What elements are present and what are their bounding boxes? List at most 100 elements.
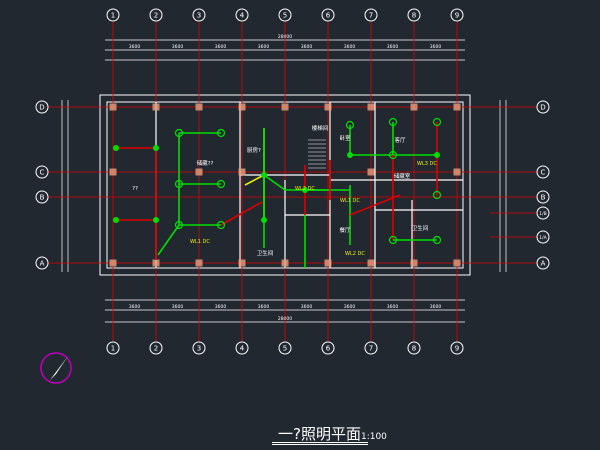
room-label: 卧室 <box>339 134 351 142</box>
axis-bubble <box>35 100 49 114</box>
bay-dimension-bottom: 3600 <box>430 304 442 310</box>
axis-bubble <box>450 8 464 22</box>
bay-dimension-top: 3600 <box>301 44 313 50</box>
light-fixture-icon <box>216 128 226 138</box>
axis-bubble <box>321 341 335 355</box>
junction-icon <box>347 152 353 158</box>
circuit-label: WL2 DC <box>345 251 365 257</box>
axis-label-6: 6 <box>326 12 331 20</box>
axis-label-A: A <box>40 260 45 268</box>
axis-label-3: 3 <box>197 345 201 353</box>
structural-column <box>109 259 117 267</box>
junction-icon <box>153 145 159 151</box>
structural-column <box>195 168 203 176</box>
circuit-wire <box>220 201 263 226</box>
bay-dimension-top: 3600 <box>172 44 184 50</box>
structural-column <box>367 168 375 176</box>
axis-label-2: 2 <box>154 345 158 353</box>
light-fixture-icon <box>174 179 184 189</box>
axis-label-B: B <box>40 194 45 202</box>
title-text: 一?照明平面 <box>278 425 361 443</box>
axis-bubble <box>278 341 292 355</box>
axis-bubble <box>106 341 120 355</box>
axis-label-4: 4 <box>240 12 245 20</box>
axis-bubble <box>536 206 550 220</box>
light-fixture-icon <box>432 190 442 200</box>
circuit-label: WL2 DC <box>295 186 315 192</box>
light-fixture-icon <box>432 117 442 127</box>
circuit-label: WL1 DC <box>340 198 360 204</box>
circuit-label: WL1 DC <box>190 239 210 245</box>
axis-label-7: 7 <box>369 345 373 353</box>
room-label: 卫生间 <box>257 249 274 257</box>
axis-bubble <box>35 190 49 204</box>
light-fixture-icon <box>388 117 398 127</box>
structural-column <box>453 103 461 111</box>
structural-column <box>367 103 375 111</box>
north-arrow-compass <box>40 352 72 384</box>
circuit-wire <box>157 224 180 256</box>
light-fixture-icon <box>216 179 226 189</box>
structural-column <box>195 259 203 267</box>
north-arrow-icon <box>50 356 68 380</box>
axis-bubble <box>364 8 378 22</box>
light-fixture-icon <box>388 235 398 245</box>
room-label: 储藏室 <box>394 172 411 180</box>
bay-dimension-bottom: 3600 <box>344 304 356 310</box>
axis-bubble <box>192 8 206 22</box>
axis-label-8: 8 <box>412 12 416 20</box>
light-fixture-icon <box>174 220 184 230</box>
bay-dimension-top: 3600 <box>129 44 141 50</box>
title-underline <box>272 442 368 443</box>
structural-column <box>152 259 160 267</box>
room-label: 楼梯间 <box>312 124 329 132</box>
structural-column <box>152 103 160 111</box>
axis-bubble <box>450 341 464 355</box>
light-fixture-icon <box>388 150 398 160</box>
axis-bubble <box>149 341 163 355</box>
axis-label-1: 1 <box>111 345 115 353</box>
bay-dimension-bottom: 3600 <box>172 304 184 310</box>
axis-label-9: 9 <box>455 12 459 20</box>
axis-label-5: 5 <box>283 345 287 353</box>
axis-bubble <box>35 165 49 179</box>
axis-bubble <box>407 8 421 22</box>
bay-dimension-top: 3600 <box>430 44 442 50</box>
axis-label-A: A <box>541 260 546 268</box>
axis-label-5: 5 <box>283 12 287 20</box>
room-label: 储藏?? <box>197 159 214 167</box>
structural-column <box>238 168 246 176</box>
structural-column <box>238 103 246 111</box>
room-label: 餐厅 <box>339 226 351 234</box>
light-fixture-icon <box>216 220 226 230</box>
axis-label-4: 4 <box>240 345 245 353</box>
axis-bubble <box>407 341 421 355</box>
circuit-wire <box>349 194 401 216</box>
bay-dimension-bottom: 3600 <box>129 304 141 310</box>
room-label: 卫生间 <box>412 224 429 232</box>
axis-bubble <box>149 8 163 22</box>
axis-label-C: C <box>541 169 546 177</box>
bay-dimension-top: 3600 <box>344 44 356 50</box>
axis-label-D: D <box>39 104 44 112</box>
axis-bubble <box>278 8 292 22</box>
axis-label-C: C <box>40 169 45 177</box>
structural-column <box>238 259 246 267</box>
axis-label-7: 7 <box>369 12 373 20</box>
junction-icon <box>261 217 267 223</box>
axis-bubble <box>536 256 550 270</box>
structural-column <box>195 103 203 111</box>
light-fixture-icon <box>174 128 184 138</box>
bay-dimension-bottom: 3600 <box>301 304 313 310</box>
axis-label-D: D <box>540 104 545 112</box>
axis-bubble <box>235 341 249 355</box>
axis-label-extra: 1/A <box>539 235 547 241</box>
junction-icon <box>153 217 159 223</box>
axis-bubble <box>536 165 550 179</box>
axis-label-6: 6 <box>326 345 331 353</box>
scale-text: 1:100 <box>360 432 387 442</box>
structural-column <box>324 103 332 111</box>
axis-label-3: 3 <box>197 12 201 20</box>
